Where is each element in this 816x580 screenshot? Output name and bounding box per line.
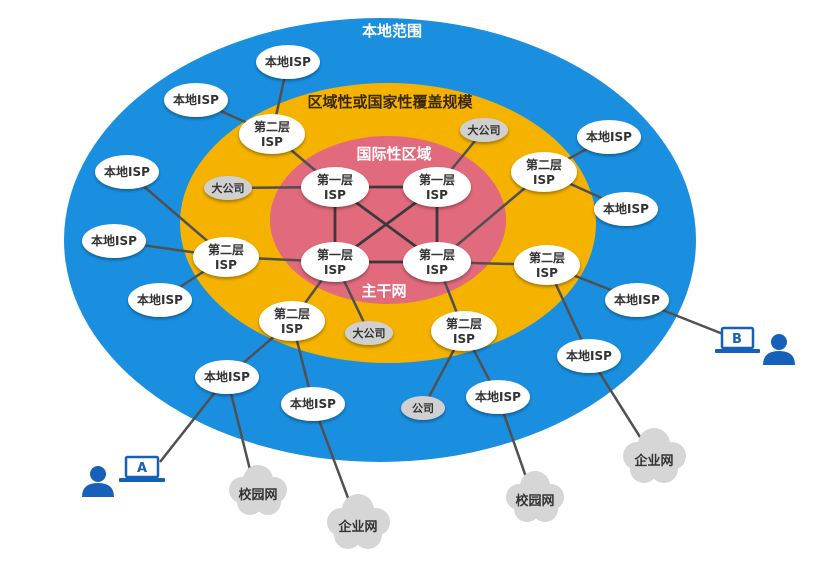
- local-isp-label: 本地ISP: [265, 54, 311, 69]
- tier1-isp[interactable]: [403, 167, 471, 207]
- tier1-isp[interactable]: [301, 167, 369, 207]
- local-isp-label: 本地ISP: [204, 369, 250, 384]
- local-isp-label: 本地ISP: [137, 292, 183, 307]
- local-isp[interactable]: [605, 283, 669, 317]
- local-isp-label: 本地ISP: [290, 396, 336, 411]
- local-isp[interactable]: [128, 283, 192, 317]
- tier2-isp-label: 第二层: [529, 250, 565, 265]
- campus-network-cloud[interactable]: [229, 465, 287, 515]
- tier1-isp-label: ISP: [426, 263, 448, 277]
- tier2-isp[interactable]: [193, 237, 259, 277]
- host-b[interactable]: B: [715, 326, 795, 365]
- tier2-isp[interactable]: [239, 114, 305, 154]
- regional-zone-title: 区域性或国家性覆盖规模: [307, 93, 473, 111]
- host-a[interactable]: A: [82, 455, 165, 497]
- campus-network-label: 校园网: [515, 493, 554, 509]
- enterprise-network-cloud[interactable]: [623, 428, 686, 483]
- cloud-icon: [506, 471, 564, 522]
- user-icon: [763, 334, 795, 365]
- tier1-isp-label: 第一层: [419, 247, 455, 262]
- big-company-label: 大公司: [212, 181, 245, 195]
- tier2-isp-label: 第二层: [526, 157, 562, 172]
- local-isp[interactable]: [281, 387, 345, 421]
- tier1-isp-label: 第一层: [419, 172, 455, 187]
- big-company-label: 大公司: [353, 326, 386, 340]
- local-isp-label: 本地ISP: [586, 129, 632, 144]
- tier2-isp[interactable]: [259, 301, 325, 341]
- tier2-isp-label: 第二层: [254, 119, 290, 134]
- tier2-isp[interactable]: [514, 245, 580, 285]
- host-a-label: A: [137, 461, 147, 476]
- campus-network-label: 校园网: [238, 487, 277, 503]
- local-isp-label: 本地ISP: [173, 92, 219, 107]
- local-isp[interactable]: [594, 192, 658, 226]
- local-isp-label: 本地ISP: [91, 233, 137, 248]
- tier2-isp-label: ISP: [281, 322, 303, 336]
- tier1-isp-label: ISP: [324, 188, 346, 202]
- tier1-isp-label: 第一层: [317, 172, 353, 187]
- local-isp[interactable]: [82, 224, 146, 258]
- host-b-label: B: [732, 332, 742, 347]
- local-isp[interactable]: [195, 360, 259, 394]
- local-isp[interactable]: [466, 380, 530, 414]
- enterprise-network-label: 企业网: [337, 519, 377, 535]
- local-isp-label: 本地ISP: [603, 201, 649, 216]
- local-isp[interactable]: [164, 83, 228, 117]
- local-zone-title: 本地范围: [362, 22, 422, 40]
- local-isp[interactable]: [95, 155, 159, 189]
- tier2-isp-label: ISP: [215, 258, 237, 272]
- big-company-node[interactable]: [345, 321, 393, 345]
- backbone-label: 主干网: [361, 282, 406, 300]
- tier2-isp-label: 第二层: [274, 306, 310, 321]
- tier2-isp-label: 第二层: [208, 242, 244, 257]
- cloud-icon: [327, 494, 390, 549]
- tier2-isp-label: ISP: [453, 332, 475, 346]
- big-company-label: 大公司: [468, 123, 501, 137]
- enterprise-network-label: 企业网: [633, 453, 673, 469]
- local-isp[interactable]: [557, 339, 621, 373]
- big-company-node[interactable]: [204, 176, 252, 200]
- tier2-isp-label: 第二层: [446, 316, 482, 331]
- tier1-isp-label: ISP: [426, 188, 448, 202]
- tier1-isp-label: ISP: [324, 263, 346, 277]
- local-isp[interactable]: [577, 120, 641, 154]
- tier2-isp[interactable]: [511, 152, 577, 192]
- local-isp-label: 本地ISP: [566, 348, 612, 363]
- laptop-icon: [119, 455, 165, 482]
- user-icon: [82, 466, 114, 497]
- tier1-isp[interactable]: [301, 242, 369, 282]
- company-label: 公司: [412, 402, 434, 415]
- local-isp-label: 本地ISP: [614, 292, 660, 307]
- local-isp-label: 本地ISP: [104, 164, 150, 179]
- tier1-isp[interactable]: [403, 242, 471, 282]
- cloud-icon: [229, 465, 287, 515]
- tier2-isp-label: ISP: [536, 266, 558, 280]
- laptop-icon: [715, 326, 760, 353]
- big-company-node[interactable]: [460, 118, 508, 142]
- company-node[interactable]: [401, 396, 445, 420]
- campus-network-cloud[interactable]: [506, 471, 564, 522]
- local-isp[interactable]: [256, 45, 320, 79]
- enterprise-network-cloud[interactable]: [327, 494, 390, 549]
- tier2-isp-label: ISP: [261, 135, 283, 149]
- tier2-isp[interactable]: [431, 311, 497, 351]
- local-isp-label: 本地ISP: [475, 389, 521, 404]
- cloud-icon: [623, 428, 686, 483]
- international-zone-title: 国际性区域: [356, 145, 431, 163]
- tier2-isp-label: ISP: [533, 173, 555, 187]
- tier1-isp-label: 第一层: [317, 247, 353, 262]
